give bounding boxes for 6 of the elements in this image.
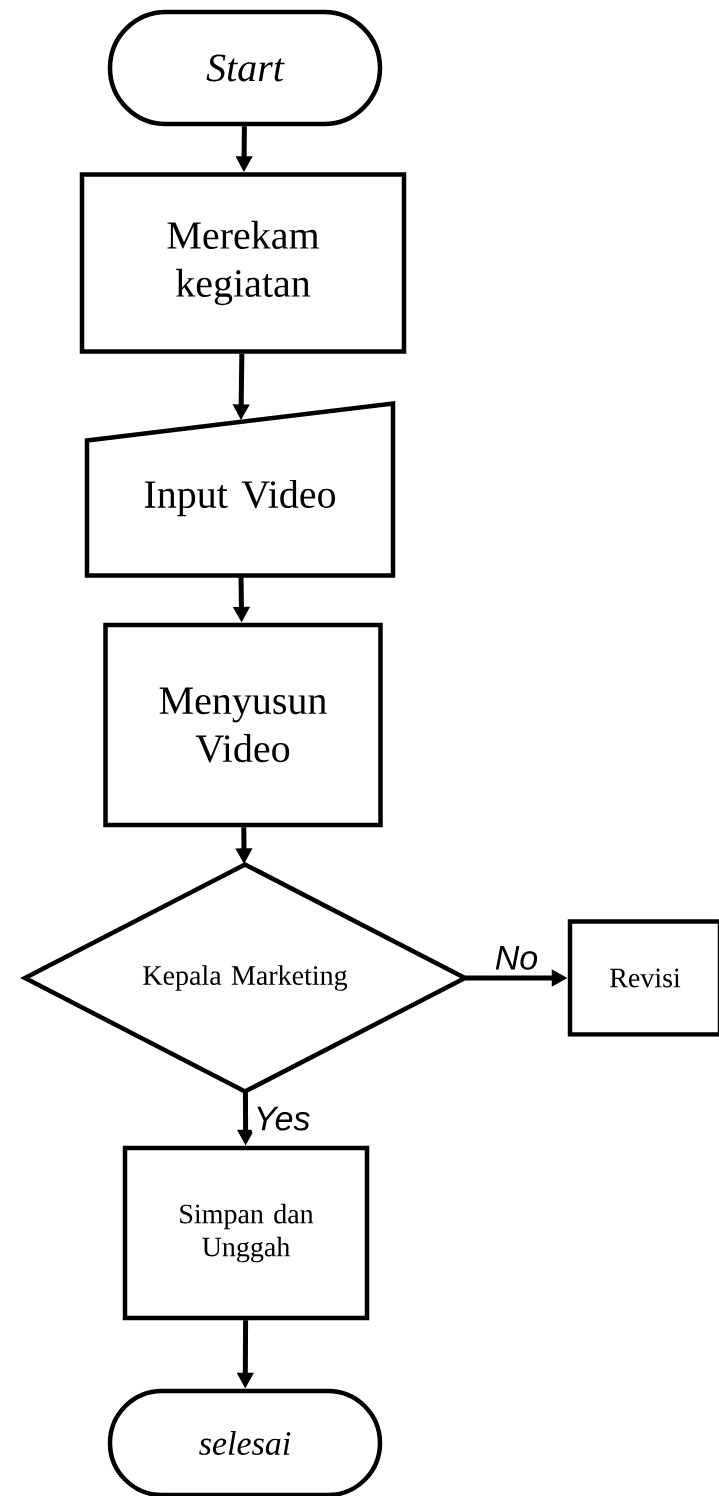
process-box: Merekam kegiatan (79, 172, 407, 354)
process-box: Revisi (567, 919, 719, 1037)
process-box: Simpan dan Unggah (122, 1145, 370, 1321)
process-box: Menyusun Video (103, 622, 383, 828)
edge-label: Yes (257, 1106, 310, 1131)
edge-label: No (495, 946, 538, 970)
